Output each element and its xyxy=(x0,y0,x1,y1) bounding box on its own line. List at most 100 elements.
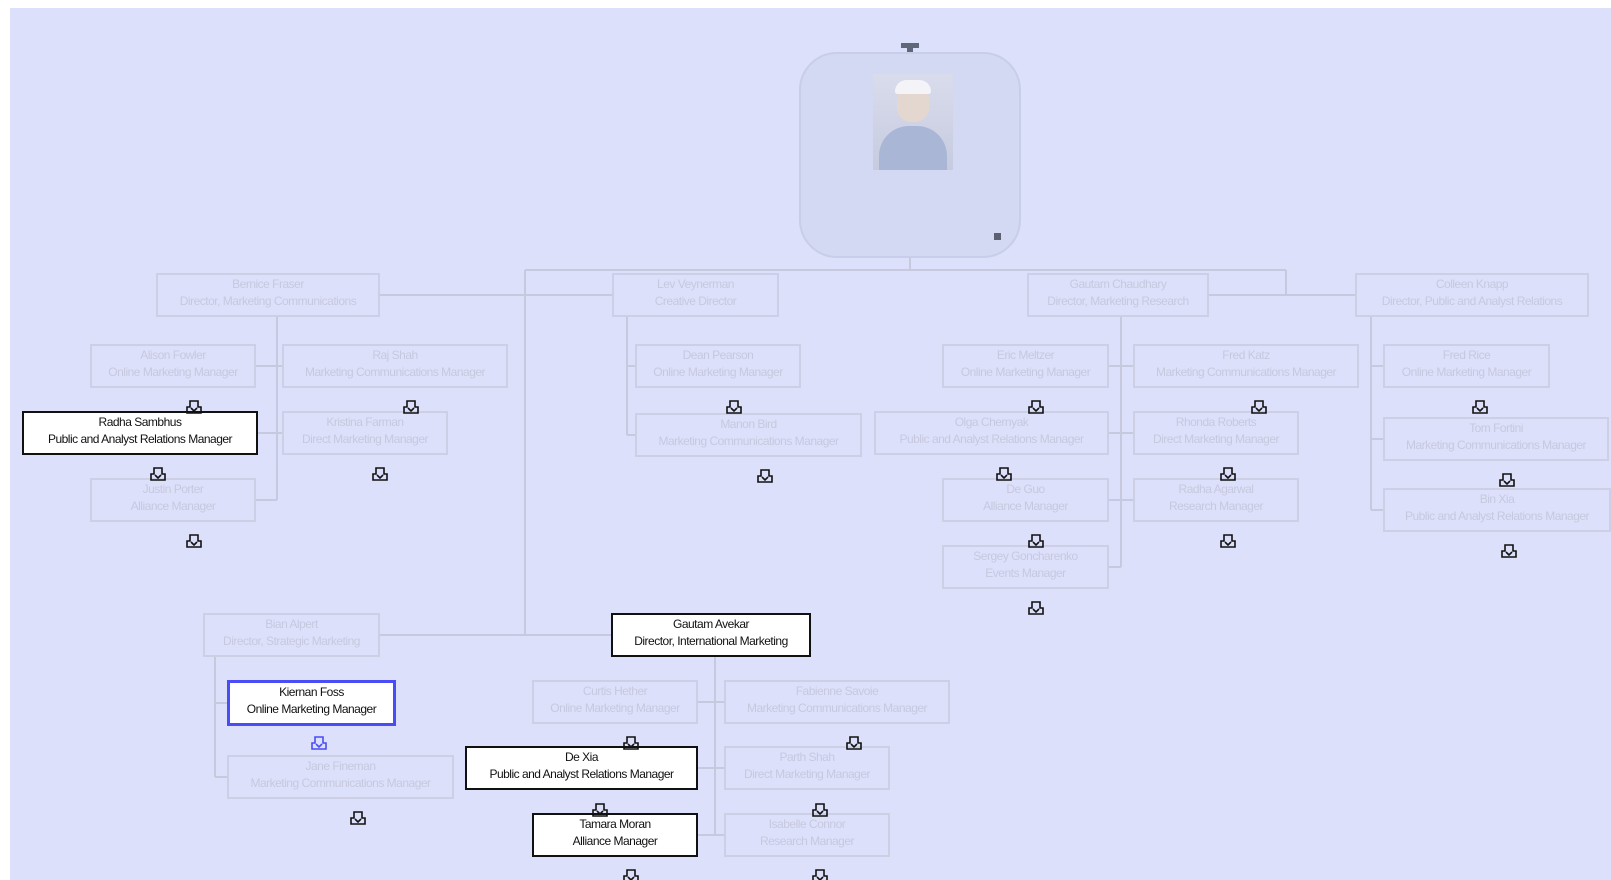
node-name: Fred Katz xyxy=(1222,348,1270,362)
expand-icon[interactable] xyxy=(725,399,743,415)
node-name: Isabelle Connor xyxy=(768,817,846,831)
node-name: Radha Agarwal xyxy=(1178,482,1254,496)
node-title: Online Marketing Manager xyxy=(550,701,680,715)
node-title: Director, Marketing Communications xyxy=(179,294,357,308)
node-name: Gautam Avekar xyxy=(673,617,750,631)
expand-icon[interactable] xyxy=(149,466,167,482)
expand-icon[interactable] xyxy=(1219,533,1237,549)
node-title: Director, Marketing Research xyxy=(1047,294,1189,308)
node-name: Alison Fowler xyxy=(140,348,206,362)
node-title: Marketing Communications Manager xyxy=(658,434,839,448)
node-name: Sergey Goncharenko xyxy=(973,549,1078,563)
node-title: Direct Marketing Manager xyxy=(301,432,429,446)
node-name: Olga Chernyak xyxy=(954,415,1029,429)
expand-icon[interactable] xyxy=(811,802,829,818)
node-name: Tom Fortini xyxy=(1469,421,1523,435)
node-title: Online Marketing Manager xyxy=(653,365,783,379)
node-title: Research Manager xyxy=(759,834,855,848)
expand-icon[interactable] xyxy=(371,466,389,482)
expand-icon[interactable] xyxy=(402,399,420,415)
connector-lines xyxy=(214,258,1383,836)
expand-icon[interactable] xyxy=(1250,399,1268,415)
expand-icon[interactable] xyxy=(622,735,640,751)
node-title: Marketing Communications Manager xyxy=(746,701,928,715)
node-name: Kiernan Foss xyxy=(279,685,344,699)
expand-icon[interactable] xyxy=(1471,399,1489,415)
resize-handle[interactable] xyxy=(994,233,1001,240)
expand-icon[interactable] xyxy=(811,868,829,880)
root-node-card[interactable] xyxy=(799,52,1021,258)
node-name: Curtis Hether xyxy=(582,684,648,698)
expand-icon[interactable] xyxy=(1027,399,1045,415)
node-name: Dean Pearson xyxy=(682,348,754,362)
expand-icon[interactable] xyxy=(622,868,640,880)
node-title: Online Marketing Manager xyxy=(960,365,1091,379)
node-title: Online Marketing Manager xyxy=(1401,365,1532,379)
node-name: Parth Shah xyxy=(779,750,835,764)
expand-icon[interactable] xyxy=(1219,466,1237,482)
expand-icon[interactable] xyxy=(995,466,1013,482)
expand-icon[interactable] xyxy=(591,802,609,818)
node-title: Public and Analyst Relations Manager xyxy=(899,432,1084,446)
expand-icon[interactable] xyxy=(310,735,328,751)
expand-icon[interactable] xyxy=(185,533,203,549)
expand-icon[interactable] xyxy=(185,399,203,415)
node-title: Events Manager xyxy=(985,566,1066,580)
expand-icon[interactable] xyxy=(1498,472,1516,488)
node-name: De Xia xyxy=(564,750,599,764)
node-title: Direct Marketing Manager xyxy=(1152,432,1280,446)
node-title: Online Marketing Manager xyxy=(108,365,238,379)
node-title: Public and Analyst Relations Manager xyxy=(1404,509,1590,523)
node-title: Marketing Communications Manager xyxy=(304,365,486,379)
expand-icon[interactable] xyxy=(845,735,863,751)
root-photo xyxy=(873,74,953,170)
expand-icon[interactable] xyxy=(1500,543,1518,559)
node-name: Justin Porter xyxy=(142,482,204,496)
node-title: Research Manager xyxy=(1168,499,1264,513)
node-name: Tamara Moran xyxy=(579,817,651,831)
expand-icon[interactable] xyxy=(349,810,367,826)
node-name: Radha Sambhus xyxy=(98,415,182,429)
expand-icon[interactable] xyxy=(756,468,774,484)
expand-icon[interactable] xyxy=(1027,533,1045,549)
node-title: Director, Strategic Marketing xyxy=(223,634,360,648)
node-title: Public and Analyst Relations Manager xyxy=(489,767,674,781)
node-name: Bernice Fraser xyxy=(232,277,304,291)
expand-icon[interactable] xyxy=(1027,600,1045,616)
node-title: Alliance Manager xyxy=(983,499,1068,513)
node-title: Marketing Communications Manager xyxy=(1405,438,1587,452)
node-name: Eric Meltzer xyxy=(996,348,1055,362)
